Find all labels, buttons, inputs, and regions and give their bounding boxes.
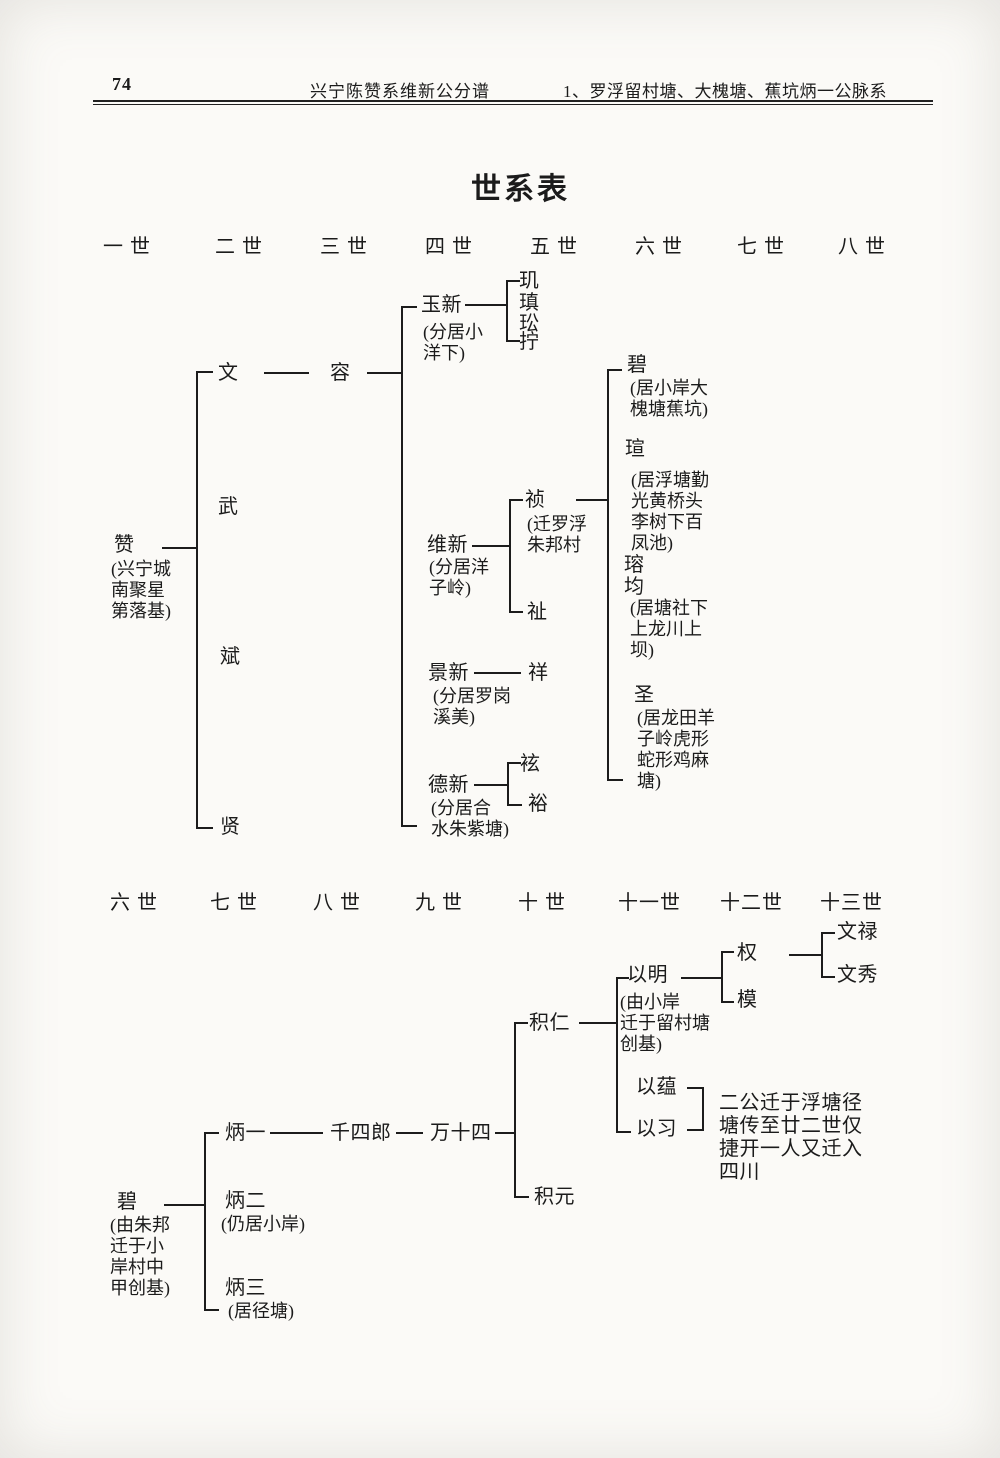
node-sheng: 圣	[634, 684, 655, 706]
node-bi-gen6: 碧	[627, 354, 648, 376]
node-yu: 裕	[528, 793, 549, 815]
generation-label-2-6: 十一世	[618, 892, 681, 914]
node-yixi: 以习	[636, 1118, 677, 1140]
page-number: 74	[112, 74, 132, 94]
node-mo: 模	[737, 989, 758, 1011]
node-xian: 贤	[220, 816, 241, 838]
node-dexin-note: (分居合 水朱紫塘)	[431, 798, 509, 839]
node-tian: 瑱	[519, 292, 540, 314]
node-xuan-gen6: 瑄	[625, 438, 646, 460]
section-title: 1、罗浮留村塘、大槐塘、蕉坑炳一公脉系	[563, 82, 887, 101]
generation-label-2-1: 六 世	[110, 892, 158, 914]
header-rule-thick	[93, 100, 933, 102]
node-bin: 斌	[220, 646, 241, 668]
generation-label-1-3: 三 世	[320, 236, 368, 258]
node-jiren: 积仁	[529, 1012, 570, 1034]
node-yuxin: 玉新	[421, 294, 462, 316]
node-jingxin: 景新	[428, 662, 469, 684]
node-bing-er: 炳二	[225, 1190, 266, 1212]
node-jingxin-note: (分居罗岗 溪美)	[433, 686, 511, 727]
generation-label-1-7: 七 世	[737, 236, 785, 258]
node-rong: 容	[330, 362, 351, 384]
node-zhi: 祉	[527, 601, 548, 623]
node-jiyuan: 积元	[534, 1186, 575, 1208]
generation-label-1-2: 二 世	[215, 236, 263, 258]
node-rongjun: 瑢 均	[624, 554, 645, 598]
node-ning: 拧	[519, 331, 540, 353]
generation-label-2-2: 七 世	[210, 892, 258, 914]
chart-title: 世系表	[471, 173, 570, 206]
node-wenxiu: 文秀	[837, 964, 878, 986]
node-weixin: 维新	[427, 534, 468, 556]
node-sheng-note: (居龙田羊 子岭虎形 蛇形鸡麻 塘)	[637, 708, 715, 791]
node-bi2-note: (由朱邦 迁于小 岸村中 甲创基)	[110, 1215, 170, 1298]
node-qiansilang: 千四郎	[330, 1122, 392, 1144]
node-zan-note: (兴宁城 南聚星 第落基)	[111, 559, 171, 621]
node-weixin-note: (分居洋 子岭)	[429, 557, 489, 598]
node-yiming-note: (由小岸 迁于留村塘 创基)	[620, 992, 710, 1054]
node-wanshisi: 万十四	[430, 1122, 492, 1144]
generation-label-1-8: 八 世	[838, 236, 886, 258]
node-yiyun: 以蕴	[636, 1076, 677, 1098]
node-wenlu: 文禄	[837, 921, 878, 943]
node-wu: 武	[218, 496, 239, 518]
node-dexin: 德新	[428, 774, 469, 796]
migration-annotation: 二公迁于浮塘径 塘传至廿二世仅 捷开一人又迁入 四川	[719, 1092, 863, 1183]
generation-label-2-4: 九 世	[415, 892, 463, 914]
header-rule-thin	[93, 104, 933, 105]
generation-label-1-6: 六 世	[635, 236, 683, 258]
generation-label-1-5: 五 世	[530, 236, 578, 258]
node-xuan-gen6-note: (居浮塘勤 光黄桥头 李树下百 凤池)	[631, 470, 709, 553]
book-title: 兴宁陈赞系维新公分谱	[310, 82, 490, 101]
node-xuan2: 袨	[520, 753, 541, 775]
generation-label-1-4: 四 世	[425, 236, 473, 258]
node-zan: 赞	[114, 534, 135, 556]
generation-label-2-5: 十 世	[518, 892, 566, 914]
node-rongjun-note: (居塘社下 上龙川上 坝)	[630, 598, 708, 660]
node-zhen: 祯	[525, 489, 546, 511]
node-xiang: 祥	[528, 662, 549, 684]
generation-label-2-7: 十二世	[720, 892, 783, 914]
node-bing-er-note: (仍居小岸)	[221, 1214, 305, 1234]
node-zhen-note: (迁罗浮 朱邦村	[527, 514, 587, 555]
node-quan: 权	[737, 942, 758, 964]
node-hong: 玜	[519, 313, 540, 335]
node-bi2: 碧	[117, 1191, 138, 1213]
generation-label-2-8: 十三世	[820, 892, 883, 914]
node-bi-gen6-note: (居小岸大 槐塘蕉坑)	[630, 378, 708, 419]
node-bingyi: 炳一	[225, 1122, 266, 1144]
node-bingsan-note: (居径塘)	[228, 1301, 294, 1321]
node-yuxin-note: (分居小 洋下)	[423, 322, 483, 363]
node-ji: 玑	[519, 270, 540, 292]
generation-label-1-1: 一 世	[103, 236, 151, 258]
node-bingsan: 炳三	[225, 1277, 266, 1299]
generation-label-2-3: 八 世	[313, 892, 361, 914]
node-wen: 文	[218, 362, 239, 384]
node-yiming: 以明	[627, 964, 668, 986]
